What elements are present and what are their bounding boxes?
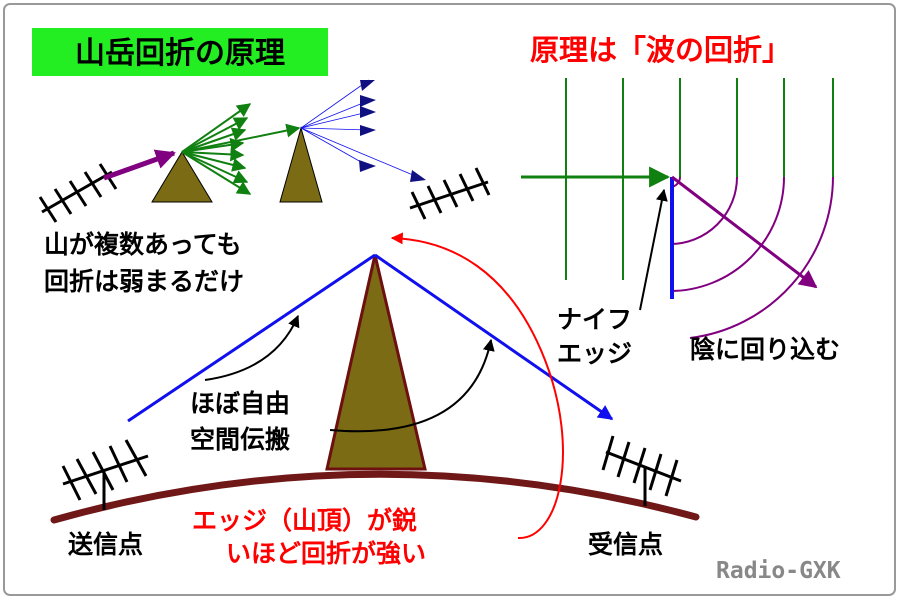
receiver-antenna <box>601 435 682 506</box>
credit: Radio-GXK <box>716 558 841 584</box>
free-space-pointer-right <box>329 338 495 433</box>
knife-edge-pointer <box>639 188 668 311</box>
blue-ray-down <box>374 253 614 421</box>
navy-ray-heads <box>359 80 426 182</box>
shadow-label: 陰に回り込む <box>690 335 840 364</box>
multi-mountain-note-line2: 回折は弱まるだけ <box>44 267 244 296</box>
purple-input-arrow <box>103 149 176 181</box>
free-space-label-line1: ほぼ自由 <box>190 389 290 418</box>
outer-frame <box>3 3 896 596</box>
title: 山岳回折の原理 <box>75 36 285 71</box>
transmitter-label: 送信点 <box>68 530 143 559</box>
free-space-label-line2: 空間伝搬 <box>190 425 290 454</box>
right-small-yagi-antenna <box>409 167 491 220</box>
sharp-edge-pointer <box>390 232 564 540</box>
diffracted-ray-arrow <box>671 175 818 289</box>
sharpness-note-line2: いほど回折が強い <box>226 539 426 568</box>
multi-mountain-note-line1: 山が複数あっても <box>44 230 242 259</box>
plane-wavefronts <box>565 78 834 280</box>
small-mountain-1 <box>151 151 213 203</box>
title-box <box>32 28 328 76</box>
diffracted-wavefronts <box>669 176 834 339</box>
green-diffracted-rays <box>181 103 301 195</box>
small-mountain-2 <box>279 126 323 203</box>
knife-edge-label-line1: ナイフ <box>557 305 632 334</box>
receiver-label: 受信点 <box>588 530 663 559</box>
navy-diffracted-rays <box>300 79 421 179</box>
blue-ray-up <box>127 253 376 423</box>
free-space-pointer-left <box>204 314 300 381</box>
sharpness-note-line1: エッジ（山頂）が鋭 <box>192 506 417 535</box>
principle-heading: 原理は「波の回折」 <box>530 33 791 67</box>
transmitter-antenna <box>61 439 149 510</box>
main-mountain <box>325 254 427 471</box>
knife-edge-label-line2: エッジ <box>557 339 632 368</box>
earth-curve <box>50 470 700 524</box>
